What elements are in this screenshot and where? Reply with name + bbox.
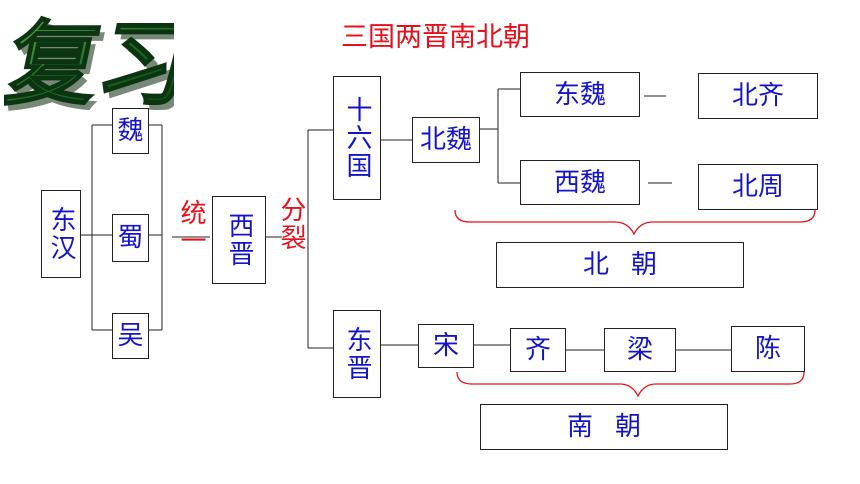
logo-text-art: 复习 复习 (4, 10, 174, 112)
node-xijin: 西晋 (212, 196, 266, 284)
node-beiqi: 北齐 (698, 73, 818, 119)
node-dongwei: 东魏 (520, 72, 640, 117)
diagram-title: 三国两晋南北朝 (341, 22, 530, 53)
logo-shadow: 复习 (4, 17, 174, 112)
node-liang: 梁 (604, 328, 676, 372)
node-xiwei: 西魏 (520, 160, 640, 205)
node-chen: 陈 (731, 326, 805, 372)
label-tongyi: 统一 (176, 199, 206, 255)
node-song: 宋 (418, 324, 474, 368)
review-logo: 复习 复习 (4, 10, 174, 112)
node-shiliuguo: 十六国 (333, 76, 381, 200)
node-donghan: 东汉 (41, 190, 81, 278)
node-wei: 魏 (112, 108, 149, 154)
node-beiwei: 北魏 (412, 117, 480, 163)
node-wu: 吴 (112, 313, 149, 359)
logo-text: 复习 (4, 11, 174, 112)
label-fenlie: 分裂 (276, 196, 306, 252)
node-dongjin: 东晋 (333, 310, 381, 398)
south-brace (456, 371, 805, 398)
group-beichao: 北朝 (496, 242, 744, 288)
north-brace (454, 209, 816, 236)
group-nanchao: 南朝 (480, 404, 728, 450)
node-beizhou: 北周 (698, 164, 818, 210)
node-shu: 蜀 (112, 214, 149, 262)
node-qi: 齐 (510, 328, 566, 372)
